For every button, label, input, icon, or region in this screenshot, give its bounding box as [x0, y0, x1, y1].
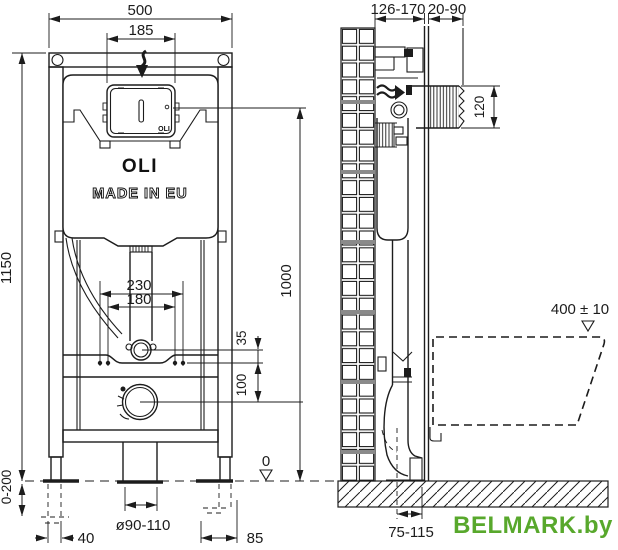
wc-bowl-outline: [429, 336, 606, 442]
dim-leg-adjust-range: 0-200: [0, 470, 14, 505]
watermark-logo: BELMARK.by: [453, 512, 613, 539]
dim-wall-finish-range: 20-90: [428, 1, 466, 18]
tank-brand-logo: OLI: [122, 156, 158, 177]
dim-leg-offset: 85: [247, 530, 264, 547]
flush-pipe-profile: [391, 240, 409, 385]
dim-flush-duct-height: 120: [472, 96, 487, 119]
dim-total-height: 1150: [0, 252, 15, 284]
supply-hose: [65, 237, 119, 339]
wall-bracket: [374, 46, 406, 58]
water-inlet-arrow-icon: [136, 49, 148, 78]
flush-duct: [410, 85, 465, 129]
dim-floor-datum: 0: [262, 453, 270, 470]
frame-post-left: [48, 66, 64, 458]
dim-fixing-width-inner: 180: [126, 291, 151, 308]
front-view: OLI MADE IN EU OLI: [0, 2, 336, 547]
dim-leg-width: 40: [78, 530, 95, 547]
dim-bowl-top-height: 400 ± 10: [551, 301, 609, 318]
dim-fixing-width-outer: 230: [126, 277, 151, 294]
drain-elbow: [381, 384, 424, 519]
mounting-hole-left: [51, 53, 64, 67]
datum-triangle-icon: [259, 469, 273, 482]
plate-brand-logo: OLI: [158, 126, 170, 133]
brick-wall: [340, 27, 376, 482]
flush-plate-box: OLI: [102, 84, 180, 138]
datum-triangle-icon: [581, 320, 595, 333]
dim-total-width: 500: [127, 2, 152, 19]
dim-plate-center-height: 1000: [278, 264, 295, 297]
floor-slab: [337, 480, 609, 508]
dim-outlet-to-wall: 75-115: [388, 524, 434, 541]
adjustable-feet: [41, 456, 233, 524]
side-view: 126-170 20-90 120 400 ± 10 75-115: [337, 1, 609, 541]
inlet-valve-port: [390, 101, 408, 119]
cistern-profile: [375, 101, 413, 385]
dim-outlet-height: 100: [234, 374, 249, 397]
frame-post-right: [217, 66, 233, 458]
dim-flush-pipe-offset: 35: [234, 330, 249, 345]
made-in-eu-label: MADE IN EU: [92, 186, 187, 202]
dimensions-side: 126-170 20-90 120 400 ± 10 75-115: [370, 1, 609, 541]
drain-pipe: [117, 442, 163, 484]
flush-button-slot: [138, 99, 145, 123]
water-inlet-arrow-icon: [376, 84, 412, 100]
mounting-hole-right: [217, 53, 230, 67]
dim-plate-width: 185: [128, 22, 153, 39]
dim-drain-diameter: ø90-110: [116, 517, 171, 534]
dimensions-front: 500 185 1150 1000 230 180 35 100: [0, 2, 336, 547]
bottom-rail: [62, 429, 219, 443]
fill-valve: [376, 122, 395, 148]
frame-profile: [374, 26, 464, 481]
dim-frame-depth-range: 126-170: [370, 1, 425, 18]
mid-rail: [63, 354, 218, 364]
